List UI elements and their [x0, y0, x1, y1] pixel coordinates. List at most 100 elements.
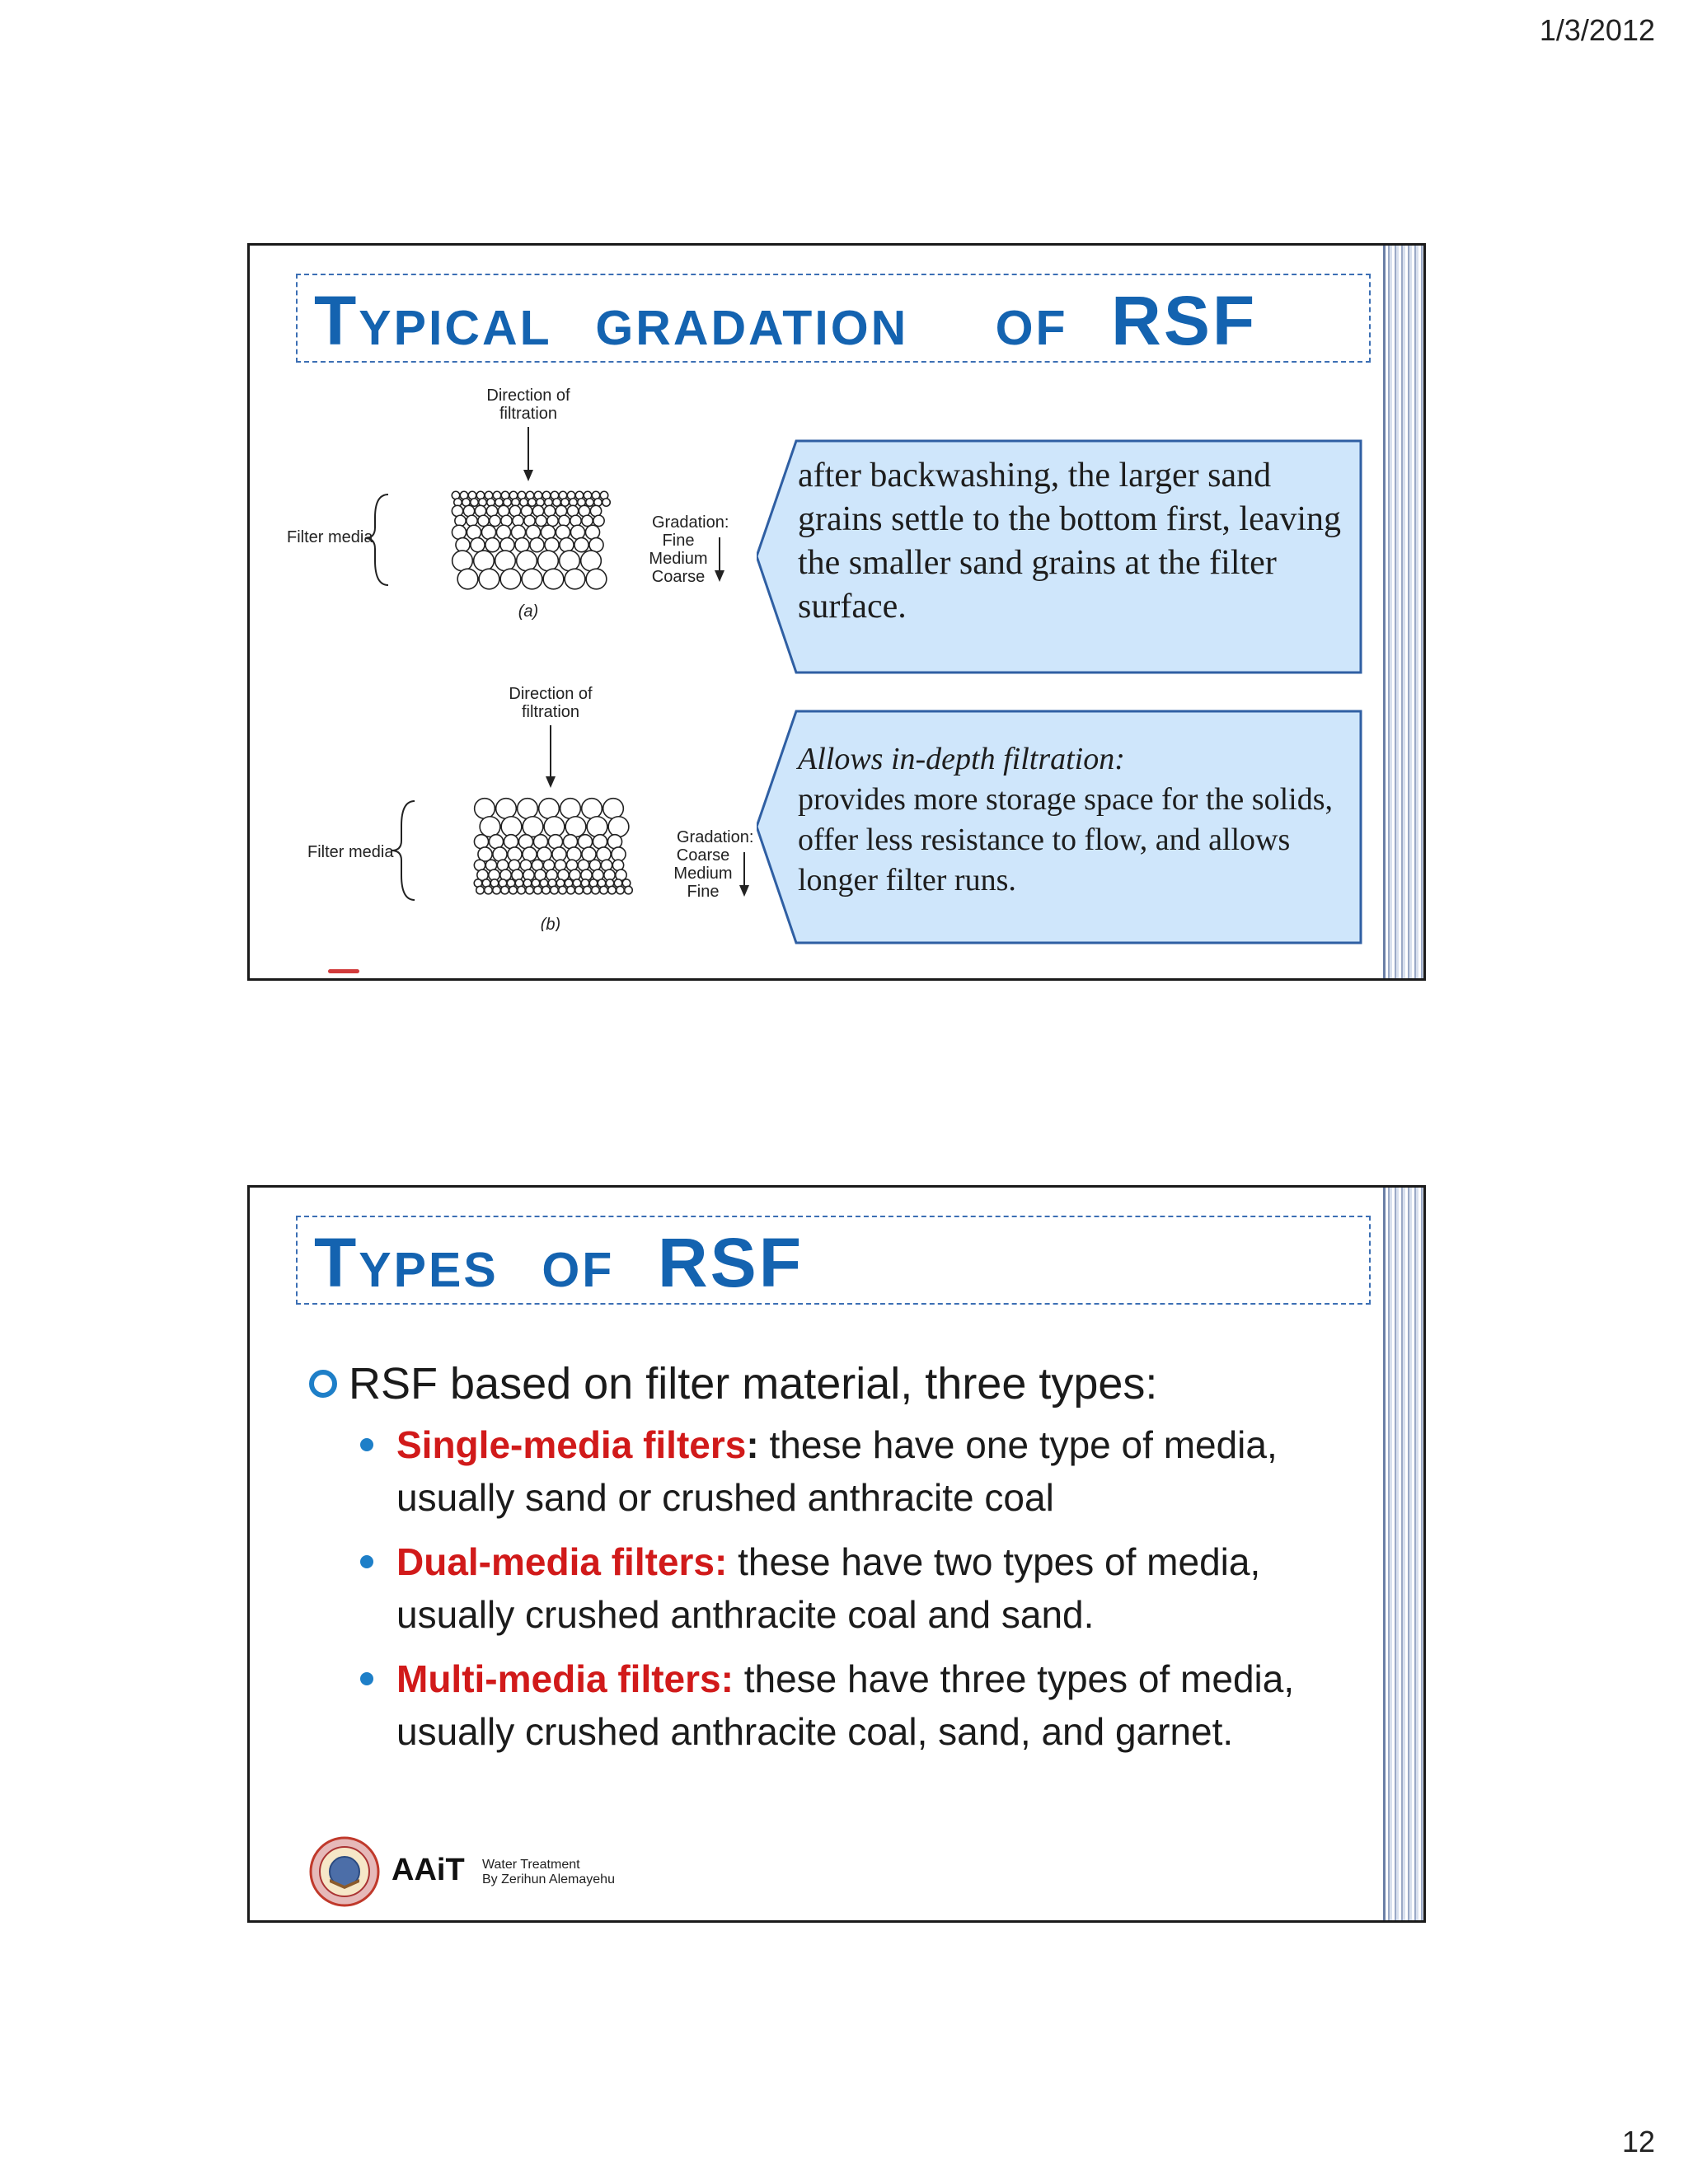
- sand-grain: [503, 833, 519, 850]
- callout-backwashing: after backwashing, the larger sand grain…: [757, 439, 1362, 674]
- filter-description: these have one type of media, usually sa…: [396, 1423, 1278, 1519]
- main-bullet: RSF based on filter material, three type…: [309, 1357, 1339, 1411]
- filter-description: these have two types of media, usually c…: [396, 1540, 1261, 1636]
- callout-shape: [757, 710, 1362, 944]
- sand-grain: [491, 885, 502, 895]
- sand-grain: [602, 797, 625, 820]
- sand-grain: [551, 497, 562, 508]
- sand-grain: [466, 524, 482, 541]
- sand-grain: [489, 514, 501, 527]
- list-item: Dual-media filters: these have two types…: [355, 1535, 1344, 1641]
- sand-grain: [451, 550, 474, 572]
- sand-grain: [588, 537, 604, 553]
- sand-grain: [542, 568, 565, 590]
- slide-title: Types of RSF: [314, 1224, 804, 1301]
- sand-grain: [581, 514, 593, 527]
- grade-2: Medium: [649, 550, 707, 568]
- sand-grain: [521, 568, 543, 590]
- ring-bullet-icon: [309, 1369, 337, 1398]
- grain-layers-b: [473, 797, 634, 895]
- sand-grain: [472, 550, 495, 572]
- sand-grain: [543, 815, 565, 838]
- sand-grain: [586, 815, 608, 838]
- filter-type-list: Single-media filters: these have one typ…: [355, 1418, 1344, 1769]
- sand-grain: [473, 833, 490, 850]
- sand-grain: [580, 797, 603, 820]
- sand-grain: [565, 885, 576, 895]
- sand-grain: [500, 815, 523, 838]
- grade-1: Fine: [663, 532, 695, 550]
- sand-grain: [585, 568, 607, 590]
- grade-3: Fine: [687, 883, 720, 901]
- sand-grain: [569, 869, 581, 882]
- sand-grain: [581, 846, 597, 862]
- filter-term: Single-media filters: [396, 1423, 747, 1466]
- sand-grain: [478, 568, 500, 590]
- sand-grain: [488, 833, 504, 850]
- filter-description: these have three types of media, usually…: [396, 1657, 1295, 1753]
- page-date: 1/3/2012: [1539, 13, 1655, 47]
- media-brace: [364, 494, 389, 586]
- sand-grain: [495, 797, 518, 820]
- sand-grain: [508, 885, 518, 895]
- sand-grain: [559, 537, 574, 553]
- sand-grain: [483, 885, 494, 895]
- callout-lead: Allows in-depth filtration:: [798, 742, 1125, 776]
- sand-grain: [566, 846, 582, 862]
- sand-grain: [549, 885, 560, 895]
- footer-meta: Water Treatment By Zerihun Alemayehu: [482, 1858, 615, 1887]
- sand-grain: [596, 846, 612, 862]
- slide-side-strip: [1383, 246, 1423, 978]
- sand-grain: [593, 514, 605, 527]
- sand-grain: [495, 524, 512, 541]
- title-box: Typical gradation of RSF: [296, 274, 1371, 363]
- university-seal-icon: [309, 1836, 380, 1907]
- sand-grain: [565, 815, 587, 838]
- sand-grain: [559, 797, 582, 820]
- sand-grain: [590, 885, 601, 895]
- gradation-figure-b: Direction of filtration Filter media Gra…: [266, 668, 1008, 934]
- slide-footer: AAiT Water Treatment By Zerihun Alemayeh…: [309, 1833, 804, 1912]
- gradation-label: Gradation:: [652, 513, 729, 532]
- sand-grain: [537, 797, 560, 820]
- grade-1: Coarse: [677, 846, 729, 865]
- direction-label-line1: Direction of: [509, 685, 593, 703]
- sand-grain: [524, 885, 535, 895]
- term-colon: :: [746, 1423, 759, 1466]
- footer-course: Water Treatment: [482, 1858, 580, 1872]
- direction-label-line1: Direction of: [486, 387, 570, 405]
- sand-grain: [477, 514, 490, 527]
- sand-grain: [584, 497, 595, 508]
- direction-arrow-head: [523, 470, 533, 481]
- sand-grain: [544, 537, 560, 553]
- callout-text: after backwashing, the larger sand grain…: [798, 457, 1342, 626]
- sand-grain: [511, 869, 523, 882]
- sand-grain: [466, 514, 478, 527]
- footer-brand: AAiT: [392, 1853, 465, 1887]
- sand-grain: [499, 568, 522, 590]
- sand-grain: [551, 846, 567, 862]
- list-item: Multi-media filters: these have three ty…: [355, 1652, 1344, 1758]
- sand-grain: [570, 524, 586, 541]
- sand-grain: [457, 568, 479, 590]
- direction-label-line2: filtration: [522, 703, 579, 721]
- filter-term: Multi-media filters:: [396, 1657, 734, 1700]
- footer-author: By Zerihun Alemayehu: [482, 1872, 615, 1886]
- sand-grain: [541, 885, 551, 895]
- sand-grain: [481, 524, 497, 541]
- gradation-label: Gradation:: [677, 828, 753, 846]
- sand-grain: [532, 885, 543, 895]
- sand-grain: [522, 846, 537, 862]
- sand-grain: [499, 885, 510, 895]
- slide-types-of-rsf: Types of RSF RSF based on filter materia…: [247, 1185, 1426, 1923]
- sand-grain: [562, 833, 579, 850]
- sand-grain: [555, 524, 571, 541]
- callout-body: provides more storage space for the soli…: [798, 782, 1333, 898]
- sand-grain: [547, 833, 564, 850]
- sand-grain: [558, 550, 581, 572]
- callout-text: Allows in-depth filtration: provides mor…: [798, 739, 1344, 901]
- sand-grain: [537, 550, 560, 572]
- sand-grain: [615, 885, 626, 895]
- sand-grain: [492, 846, 508, 862]
- sand-grain: [477, 846, 493, 862]
